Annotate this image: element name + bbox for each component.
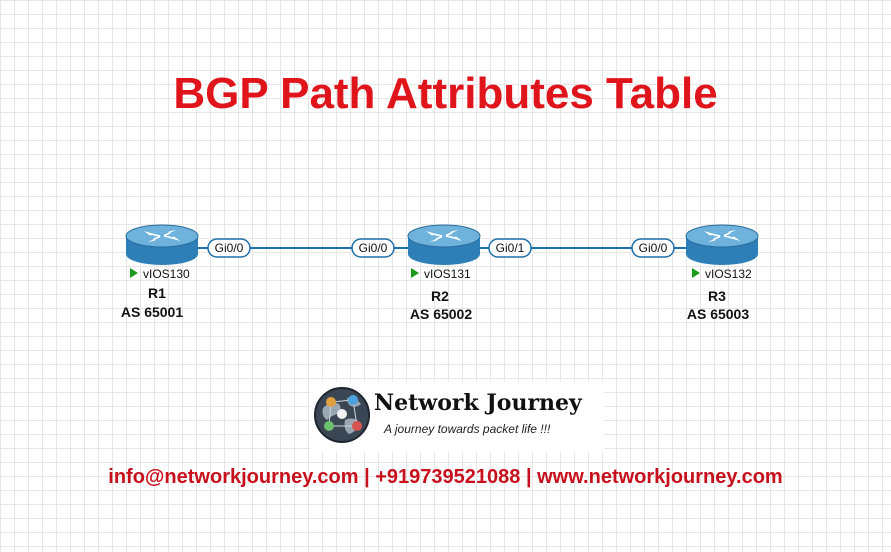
router-r1[interactable]: vIOS130 R1 AS 65001	[121, 224, 199, 320]
node-tag: vIOS131	[424, 267, 471, 281]
interface-label-r1-gi0-0[interactable]: Gi0/0	[207, 238, 251, 258]
router-name: R3	[708, 288, 726, 304]
status-running-icon	[692, 268, 700, 278]
status-running-icon	[130, 268, 138, 278]
interface-label-r2-gi0-0[interactable]: Gi0/0	[351, 238, 395, 258]
svg-text:Gi0/0: Gi0/0	[215, 241, 244, 255]
router-as: AS 65003	[687, 306, 749, 322]
svg-text:Gi0/0: Gi0/0	[359, 241, 388, 255]
svg-text:Gi0/0: Gi0/0	[639, 241, 668, 255]
svg-text:Gi0/1: Gi0/1	[496, 241, 525, 255]
router-icon	[685, 224, 759, 266]
globe-people-icon	[314, 387, 370, 443]
interface-label-r2-gi0-1[interactable]: Gi0/1	[488, 238, 532, 258]
router-as: AS 65002	[410, 306, 472, 322]
interface-label-r3-gi0-0[interactable]: Gi0/0	[631, 238, 675, 258]
page-title: BGP Path Attributes Table	[173, 69, 718, 118]
logo-name: Network Journey	[374, 390, 582, 416]
router-r2[interactable]: vIOS131 R2 AS 65002	[407, 224, 481, 322]
node-tag: vIOS130	[143, 267, 190, 281]
router-r3[interactable]: vIOS132 R3 AS 65003	[685, 224, 759, 322]
router-name: R2	[431, 288, 449, 304]
node-tag: vIOS132	[705, 267, 752, 281]
contact-info: info@networkjourney.com | +919739521088 …	[108, 466, 783, 488]
status-running-icon	[411, 268, 419, 278]
network-journey-logo: Network Journey A journey towards packet…	[310, 382, 604, 452]
router-icon	[125, 224, 199, 266]
network-topology: vIOS130 R1 AS 65001 vIOS131 R2 AS 65002 …	[121, 224, 759, 322]
logo-tagline: A journey towards packet life !!!	[384, 422, 551, 436]
router-icon	[407, 224, 481, 266]
router-as: AS 65001	[121, 304, 183, 320]
router-name: R1	[148, 285, 166, 301]
